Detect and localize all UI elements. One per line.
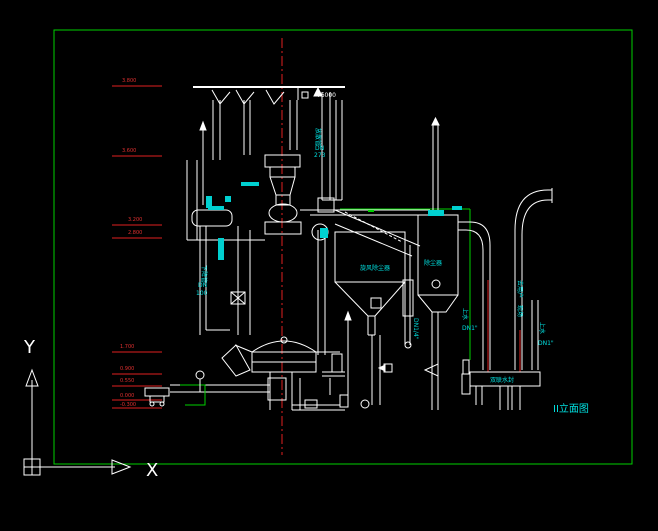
y-axis-label: Y — [23, 337, 36, 358]
water-seal: 双联水封 — [461, 359, 541, 410]
dust-tank-label: 除尘器 — [424, 259, 442, 267]
elevation-label: 0.000 — [120, 393, 134, 399]
drawing-frame — [53, 29, 633, 465]
cyclone-separator: 旋风除尘器 — [334, 231, 406, 405]
elevation-mark: 3.600 — [112, 148, 162, 157]
downpipe-dn-label: DN — [198, 282, 207, 289]
gasifier-shell — [249, 223, 329, 355]
coal-feeder — [241, 154, 302, 235]
elevation-label: 1.700 — [120, 344, 134, 350]
elevation-mark: 3.200 — [112, 217, 162, 226]
dust-tank-tower: 除尘器 — [417, 116, 462, 410]
elevation-mark: 1.700 — [112, 344, 162, 353]
elevation-label: 2.800 — [128, 230, 142, 236]
pipe-size-label: Φ6000 — [316, 92, 336, 99]
downpipe-label: 下降管 — [200, 265, 208, 283]
gas-outlet-pipe — [458, 188, 553, 372]
gasifier-body — [221, 336, 370, 411]
elevation-label: 3.800 — [122, 78, 136, 84]
x-axis-label: X — [146, 460, 158, 481]
steam-drum — [187, 196, 265, 335]
flow-arrows — [329, 310, 393, 395]
cyclone-label: 旋风除尘器 — [360, 264, 390, 272]
elevation-mark: 0.550 — [112, 378, 162, 387]
exhaust-dn-label: DN — [315, 145, 324, 152]
elevation-label: 3.200 — [128, 217, 142, 223]
elevation-mark: 0.900 — [112, 366, 162, 375]
elevation-mark: -0.300 — [112, 402, 162, 409]
elevation-mark: 3.800 — [112, 78, 162, 87]
drawing-title: II立面图 — [553, 402, 589, 415]
elevation-label: 0.900 — [120, 366, 134, 372]
downpipe-dn-value: 100 — [196, 290, 208, 297]
drain-pipe-label: DN1/4" — [412, 318, 419, 340]
user-site-label-2: 现场 — [516, 305, 524, 317]
water-seal-label: 双联水封 — [490, 376, 514, 384]
elevation-label: 0.550 — [120, 378, 134, 384]
elevation-label: -0.300 — [120, 402, 136, 408]
elevation-marks: 3.800 3.600 3.200 2.800 1.700 0.900 0.55… — [112, 78, 162, 409]
drain-pipe: DN1/4" — [402, 245, 419, 349]
water-dn-label: DN1" — [462, 325, 478, 332]
user-site-label: 去用户 — [516, 280, 524, 298]
elevation-label: 3.600 — [122, 148, 136, 154]
exhaust-pipe: Φ6000 放散管 DN 273 — [313, 86, 343, 213]
exhaust-dn-value: 273 — [314, 152, 326, 159]
elevation-mark: 0.000 — [112, 393, 162, 401]
water-in-label-2: 上水 — [538, 322, 546, 334]
water-in-label: 上水 — [461, 308, 469, 320]
water-dn-label-2: DN1" — [538, 340, 554, 347]
ucs-icon: Y X — [23, 337, 158, 481]
gas-duct — [300, 208, 471, 360]
furnace-support-frame — [186, 100, 298, 240]
ash-removal-unit — [144, 370, 270, 407]
exhaust-pipe-label: 放散管 — [314, 128, 322, 146]
elevation-mark: 2.800 — [112, 230, 162, 239]
